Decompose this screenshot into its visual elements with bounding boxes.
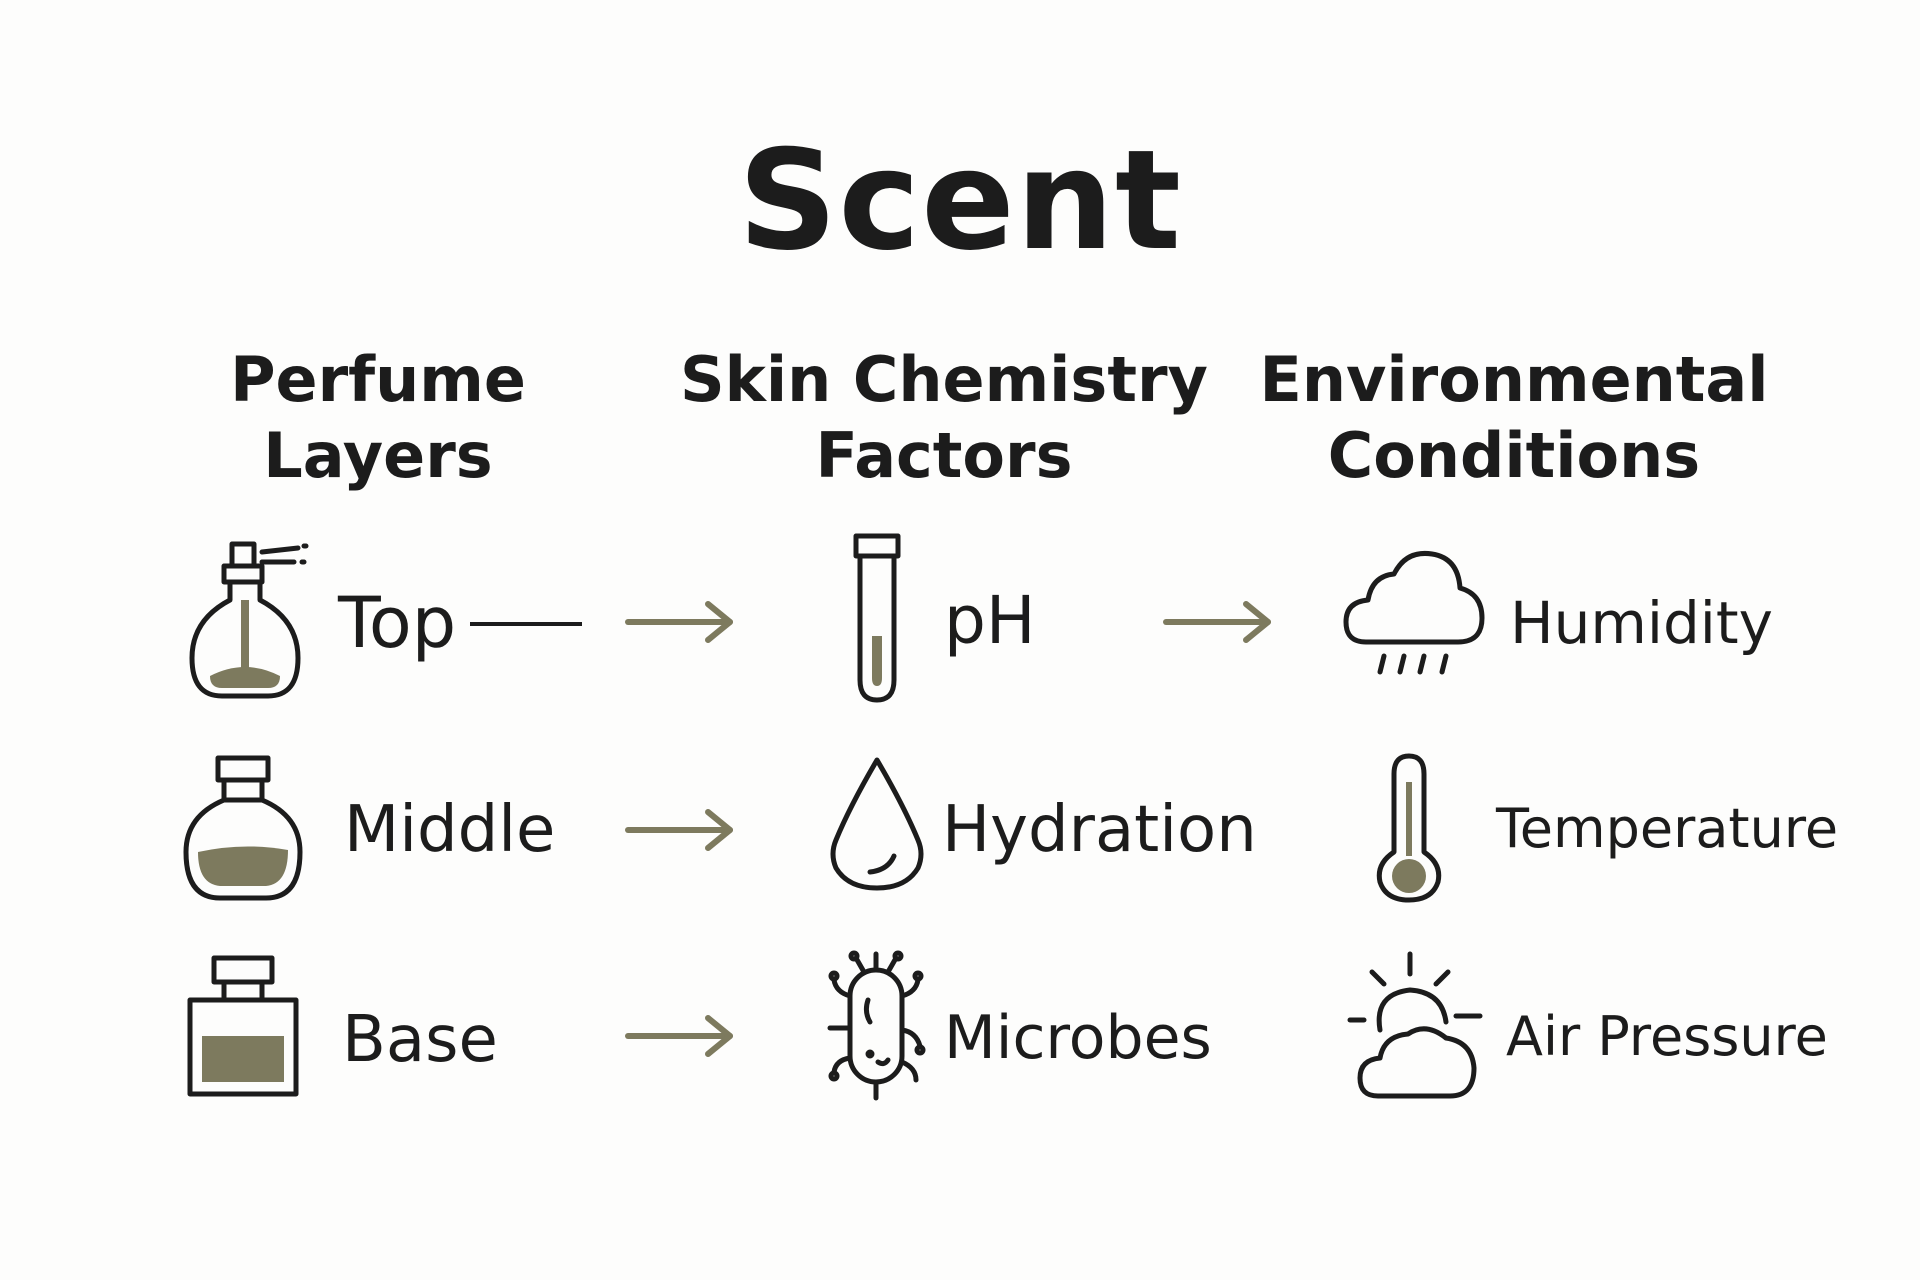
- arrow-right-icon: [1162, 598, 1276, 646]
- item-label-top: Top: [338, 582, 457, 664]
- column-heading-perfume-layers: Perfume Layers: [68, 342, 688, 494]
- page-title: Scent: [738, 120, 1182, 281]
- rain-cloud-icon: [1342, 548, 1486, 684]
- heading-line: Factors: [815, 419, 1073, 492]
- arrow-right-icon: [624, 806, 738, 854]
- thermometer-icon: [1372, 752, 1446, 903]
- item-label-ph: pH: [944, 582, 1036, 659]
- microbe-icon: [824, 950, 928, 1102]
- connector-line: [470, 622, 582, 626]
- arrow-right-icon: [624, 1012, 738, 1060]
- item-label-air-pressure: Air Pressure: [1506, 1005, 1828, 1068]
- heading-line: Environmental: [1259, 343, 1769, 416]
- column-heading-skin-chemistry: Skin Chemistry Factors: [634, 342, 1254, 494]
- item-label-temperature: Temperature: [1496, 797, 1839, 860]
- heading-line: Perfume: [230, 343, 526, 416]
- spray-bottle-icon: [180, 540, 310, 700]
- arrow-right-icon: [624, 598, 738, 646]
- test-tube-icon: [852, 532, 902, 704]
- item-label-microbes: Microbes: [944, 1003, 1212, 1073]
- sun-cloud-icon: [1346, 950, 1484, 1100]
- heading-line: Skin Chemistry: [680, 343, 1208, 416]
- item-label-middle: Middle: [344, 793, 556, 867]
- item-label-humidity: Humidity: [1510, 589, 1773, 657]
- water-drop-icon: [828, 756, 926, 892]
- heading-line: Layers: [263, 419, 493, 492]
- item-label-hydration: Hydration: [942, 793, 1257, 867]
- round-bottle-icon: [180, 752, 306, 902]
- heading-line: Conditions: [1327, 419, 1701, 492]
- column-heading-environmental: Environmental Conditions: [1204, 342, 1824, 494]
- square-bottle-icon: [186, 954, 300, 1098]
- item-label-base: Base: [342, 1003, 498, 1077]
